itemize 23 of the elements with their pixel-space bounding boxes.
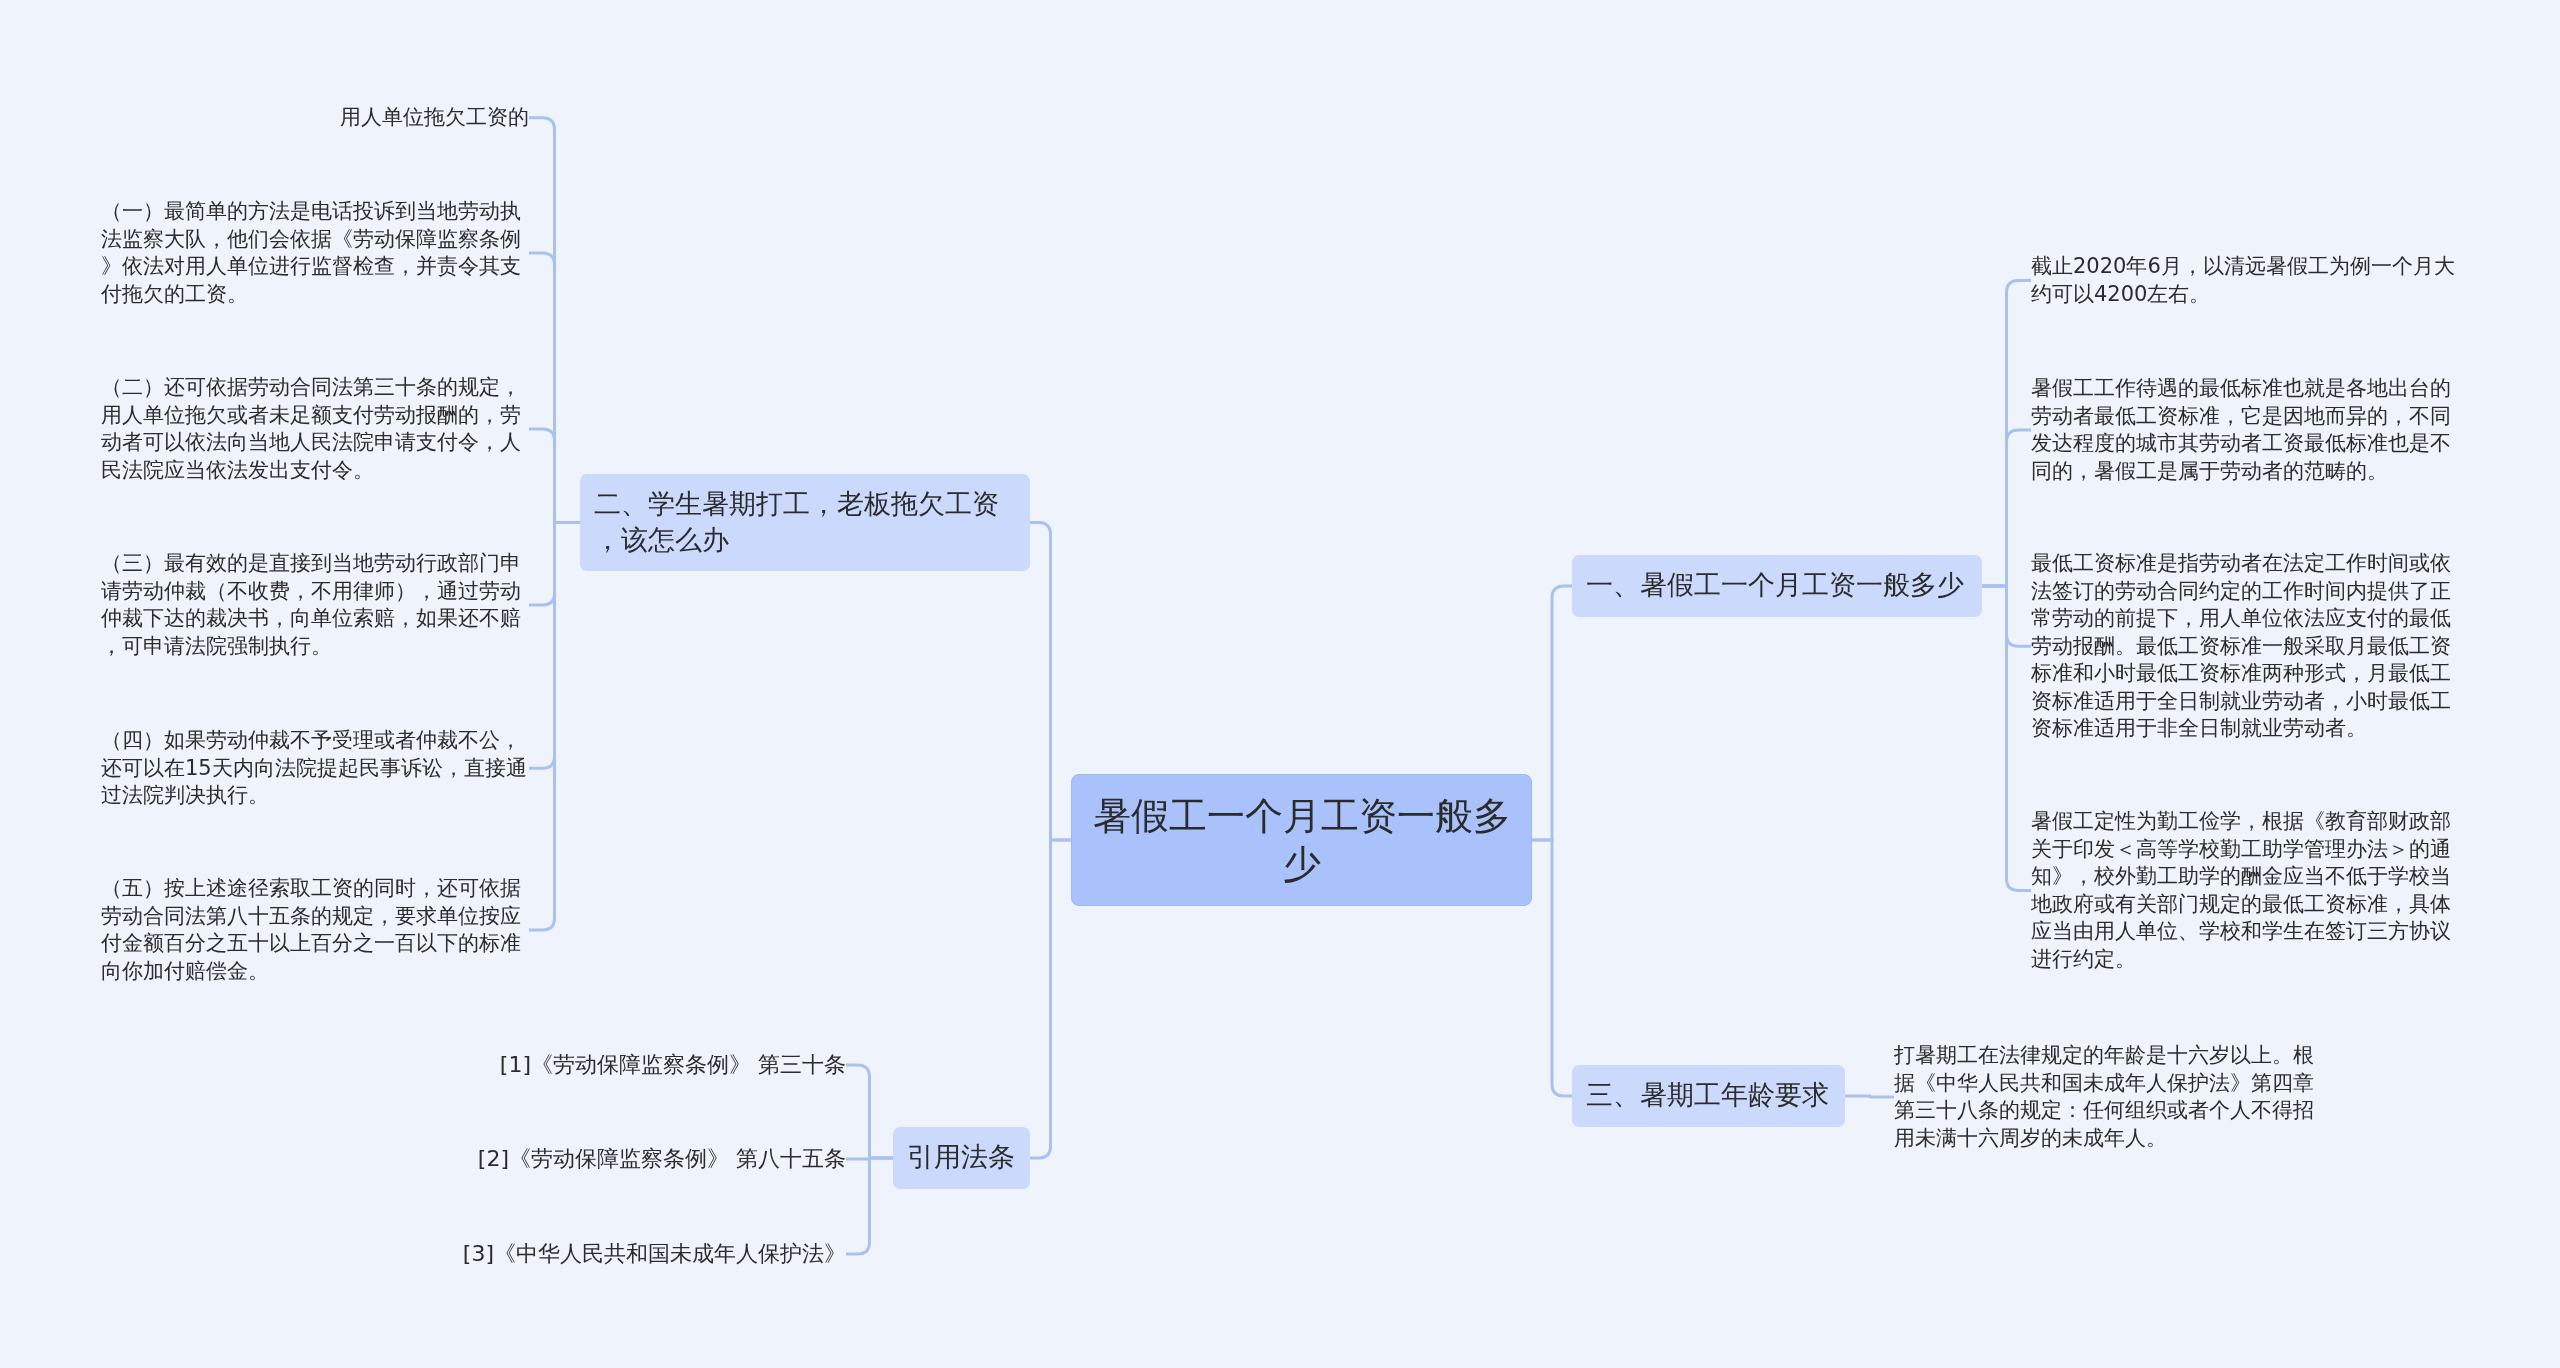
note-text: 用人单位拖欠工资的 [101,104,529,132]
note-text: 截止2020年6月，以清远暑假工为例一个月大约可以4200左右。 [2031,253,2463,308]
note-text: 打暑期工在法律规定的年龄是十六岁以上。根据《中华人民共和国未成年人保护法》第四章第三十八条的规定：任何组织或者个人不得招用未满十六周岁的未成年人。 [1894,1042,2328,1152]
note-text: （四）如果劳动仲裁不予受理或者仲裁不公，还可以在15天内向法院提起民事诉讼，直接通过法院判决执行。 [101,727,529,810]
note-text: 暑假工定性为勤工俭学，根据《教育部财政部关于印发＜高等学校勤工助学管理办法＞的通知》，校外勤工助学的酬金应当不低于学校当地政府或有关部门规定的最低工资标准，具体应当由用人单位、学校和学生在签订三方协议进行约定。 [2031,808,2463,973]
central-topic-box: 暑假工一个月工资一般多少 [1071,774,1532,906]
note-text: 暑假工工作待遇的最低标准也就是各地出台的劳动者最低工资标准，它是因地而异的，不同发达程度的城市其劳动者工资最低标准也是不同的，暑假工是属于劳动者的范畴的。 [2031,375,2463,485]
note-text: （一）最简单的方法是电话投诉到当地劳动执法监察大队，他们会依据《劳动保障监察条例》依法对用人单位进行监督检查，并责令其支付拖欠的工资。 [101,198,529,308]
connector-line [529,521,580,932]
note-text: （二）还可依据劳动合同法第三十条的规定，用人单位拖欠或者未足额支付劳动报酬的，劳动者可以依法向当地人民法院申请支付令，人民法院应当依法发出支付令。 [101,374,529,484]
reference-text: [2]《劳动保障监察条例》 第八十五条 [477,1145,846,1173]
connector-line [1532,838,1572,1098]
topic-box: 二、学生暑期打工，老板拖欠工资，该怎么办 [580,474,1030,571]
note-text: 最低工资标准是指劳动者在法定工作时间或依法签订的劳动合同约定的工作时间内提供了正常劳动的前提下，用人单位依法应支付的最低劳动报酬。最低工资标准一般采取月最低工资标准和小时最低工资标准两种形式，月最低工资标准适用于全日制就业劳动者，小时最低工资标准适用于非全日制就业劳动者。 [2031,550,2463,743]
topic-box: 引用法条 [893,1127,1030,1189]
topic-box: 一、暑假工一个月工资一般多少 [1572,555,1982,617]
connector-line [1030,838,1071,1160]
topic-box: 三、暑期工年龄要求 [1572,1065,1845,1127]
connector-line [1845,1094,1894,1099]
note-text: （三）最有效的是直接到当地劳动行政部门申请劳动仲裁（不收费，不用律师），通过劳动仲裁下达的裁决书，向单位索赔，如果还不赔，可申请法院强制执行。 [101,550,529,660]
note-text: （五）按上述途径索取工资的同时，还可依据劳动合同法第八十五条的规定，要求单位按应付金额百分之五十以上百分之一百以下的标准向你加付赔偿金。 [101,875,529,985]
reference-text: [3]《中华人民共和国未成年人保护法》 [462,1240,846,1268]
reference-text: [1]《劳动保障监察条例》 第三十条 [499,1051,846,1079]
